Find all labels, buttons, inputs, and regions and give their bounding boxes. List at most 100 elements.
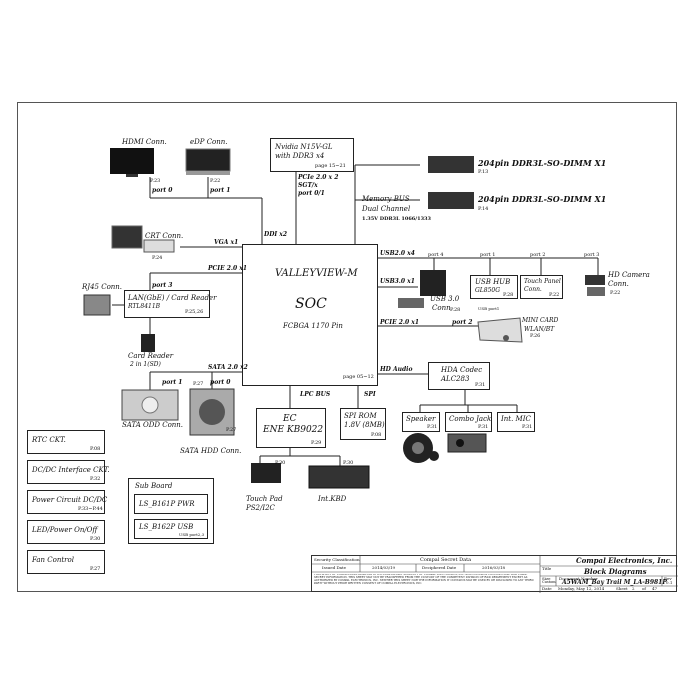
touch-panel-label2: Conn. (524, 286, 542, 293)
led-power-box: LED/Power On/Off P.30 (27, 520, 105, 544)
led-power-page: P.30 (90, 536, 101, 542)
gpu-memory: with DDR3 x4 (275, 152, 325, 160)
sub-board-box: Sub Board LS_B161P PWR LS_B162P USB USB … (128, 478, 214, 544)
combo-jack-icon (447, 433, 487, 453)
soc-page: page 05~12 (343, 374, 374, 380)
rtc-label: RTC CKT. (32, 436, 66, 444)
rtc-page: P.08 (90, 446, 101, 452)
document-number: A5WAM_Bay Trail M_LA-B981P (562, 579, 667, 586)
hdmi-page: P.23 (150, 178, 161, 184)
touchpad-icon (251, 463, 281, 483)
memory-channel-label: Dual Channel (362, 205, 411, 213)
dimm1-label: 204pin DDR3L-SO-DIMM X1 (478, 158, 607, 168)
dcdc-interface-label: DC/DC Interface CKT. (32, 466, 110, 474)
sub-board-title: Sub Board (135, 482, 173, 490)
minicard-label2: WLAN/BT (524, 326, 555, 333)
lpc-bus-label: LPC BUS (300, 391, 331, 398)
minicard-port: port 2 (452, 319, 473, 326)
speaker-page: P.31 (427, 424, 438, 430)
camera-label2: Conn. (608, 280, 629, 288)
usb2-port2: port 2 (530, 252, 546, 258)
secret-data-label: Compal Secret Data (420, 557, 472, 563)
dcdc-interface-page: P.32 (90, 476, 101, 482)
gpu-box: Nvidia N15V-GL with DDR3 x4 page 15~21 (270, 138, 354, 172)
size-value: Custom (542, 580, 556, 584)
issued-date: 2014/03/19 (372, 565, 396, 570)
minicard-icon (477, 317, 523, 343)
keyboard-icon (308, 465, 370, 489)
speaker-label: Speaker (406, 415, 436, 423)
fan-control-page: P.27 (90, 566, 101, 572)
of-value: 47 (652, 586, 658, 591)
soc-box: VALLEYVIEW-M SOC FCBGA 1170 Pin page 05~… (242, 244, 378, 386)
sheet-value: 2 (632, 586, 635, 591)
speaker-box: Speaker P.31 (402, 412, 440, 432)
usb2-bus-label: USB2.0 x4 (380, 250, 415, 257)
title-block: Security Classification Compal Secret Da… (311, 555, 678, 593)
card-reader-label: Card Reader (128, 352, 174, 360)
camera-icon (585, 275, 605, 296)
hdmi-port: port 0 (152, 187, 173, 194)
hdmi-conn-label: HDMI Conn. (122, 138, 167, 146)
card-reader-slots: 2 in 1(SD) (130, 361, 161, 368)
dimm1-page: P.13 (478, 169, 489, 175)
issued-date-label: Issued Date (322, 565, 347, 570)
minicard-bus-label: PCIE 2.0 x1 (380, 319, 420, 326)
sheet-label: Sheet (616, 586, 628, 591)
sub-board-pwr-box: LS_B161P PWR (134, 494, 208, 514)
usb3-page: P.28 (450, 307, 461, 313)
fan-control-box: Fan Control P.27 (27, 550, 105, 574)
vga-bus-label: VGA x1 (214, 239, 239, 246)
power-circuit-box: Power Circuit DC/DC P.33~P.44 (27, 490, 108, 514)
edp-conn-label: eDP Conn. (190, 138, 228, 146)
security-class-label: Security Classification (314, 557, 360, 562)
odd-drive-icon (121, 389, 179, 421)
hda-bus-label: HD Audio (380, 366, 413, 373)
revision-label: Rev (664, 576, 672, 581)
touch-panel-label: Touch Panel (524, 278, 561, 285)
deciphered-date: 2016/03/18 (482, 565, 506, 570)
hda-codec-name: HDA Codec (441, 366, 483, 374)
usb-hub-name: USB HUB (475, 278, 511, 286)
crt-conn-label: CRT Conn. (145, 232, 184, 240)
rj45-icon (83, 294, 111, 316)
combo-jack-page: P.31 (478, 424, 489, 430)
touchpad-label: Touch Pad (246, 495, 283, 503)
camera-page: P.22 (610, 290, 621, 296)
revision-value: 0.1 (666, 580, 673, 585)
minicard-label: MINI CARD (522, 317, 559, 324)
power-circuit-label: Power Circuit DC/DC (32, 496, 108, 504)
edp-panel-icon (185, 148, 231, 175)
hdd-drive-icon (189, 388, 235, 436)
date-value: Monday, May 12, 2014 (558, 586, 605, 591)
usb3-conn-label2: Conn (432, 304, 451, 312)
gpu-page: page 15~21 (315, 163, 346, 169)
sata-odd-page: P.27 (193, 381, 204, 387)
speaker-icon (403, 433, 439, 463)
sub-board-usb-ports: USB port2,3 (179, 532, 205, 537)
edp-page: P.22 (210, 178, 221, 184)
lan-port: port 3 (152, 282, 173, 289)
usb2-port1: port 1 (480, 252, 496, 258)
lan-page: P.25,26 (185, 309, 204, 315)
keyboard-label: Int.KBD (318, 495, 347, 503)
company-name: Compal Electronics, Inc. (576, 556, 673, 565)
usb-hub-box: USB HUB GL850G P.28 (470, 275, 518, 299)
lan-box: LAN(GbE) / Card Reader RTL8411B P.25,26 (124, 290, 216, 318)
int-mic-box: Int. MIC P.31 (497, 412, 535, 432)
touch-panel-page: P.22 (549, 292, 560, 298)
drawing-title: Block Diagrams (584, 567, 647, 576)
ec-chip: ENE KB9022 (263, 425, 324, 435)
edp-port: port 1 (210, 187, 231, 194)
keyboard-page: P.30 (343, 460, 354, 466)
soc-package: FCBGA 1170 Pin (283, 322, 343, 330)
spi-rom-size: 1.8V (8MB) (344, 421, 385, 429)
usb-hub-chip: GL850G (475, 287, 501, 294)
memory-spec-label: 1.35V DDR3L 1066/1333 (362, 216, 432, 222)
confidential-notice: THIS SHEET OF ENGINEERING DRAWING IS THE… (314, 574, 534, 585)
usb2-port3: port 3 (584, 252, 600, 258)
usb2-port4: port 4 (428, 252, 444, 258)
sata-bus-label: SATA 2.0 x2 (208, 364, 248, 371)
int-mic-page: P.31 (522, 424, 533, 430)
